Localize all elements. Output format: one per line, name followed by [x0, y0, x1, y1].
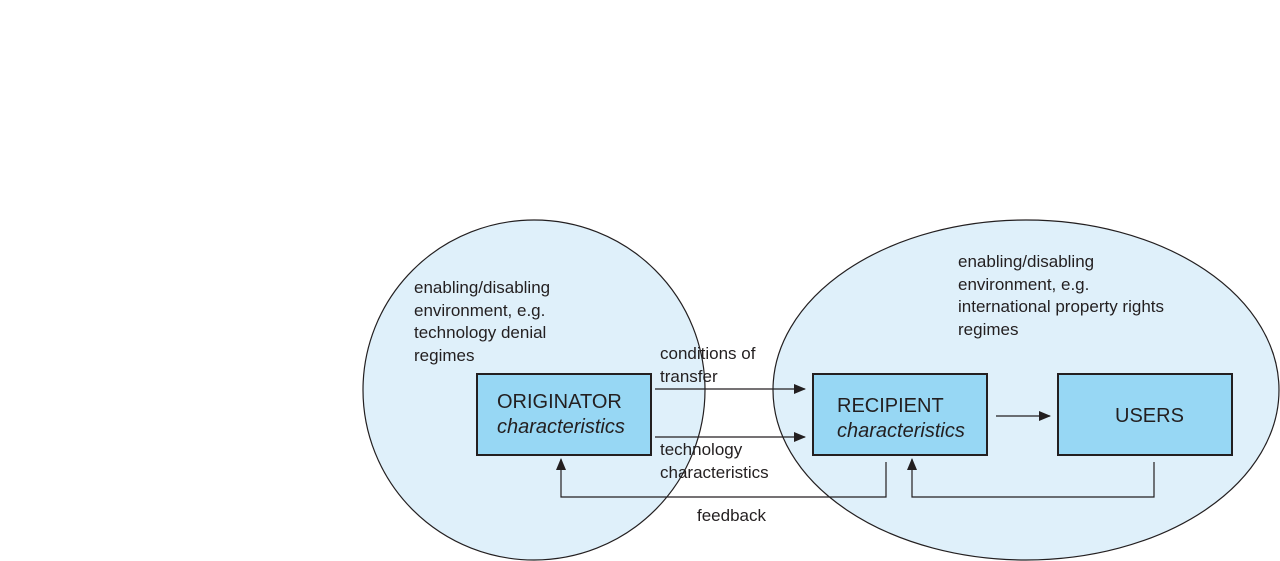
recipient-environment-line: regimes	[958, 319, 1019, 339]
users-feedback-arrow	[907, 458, 1155, 498]
users-box	[1057, 373, 1233, 456]
originator-environment-line: regimes	[414, 345, 475, 365]
conditions-line: transfer	[660, 366, 718, 386]
originator-environment-line: enabling/disabling	[414, 278, 551, 297]
technology-characteristics-label: technology characteristics	[660, 439, 769, 484]
feedback-label: feedback	[697, 506, 766, 525]
originator-box	[476, 373, 652, 456]
recipient-environment-line: international property rights	[958, 297, 1165, 316]
originator-box-label: ORIGINATOR characteristics	[497, 390, 625, 440]
recipient-box-label: RECIPIENT characteristics	[837, 394, 965, 444]
conditions-line: conditions of	[660, 344, 756, 363]
recipient-title: RECIPIENT	[837, 395, 944, 417]
recipient-box	[812, 373, 988, 456]
originator-environment-label: enabling/disabling environment, e.g. tec…	[414, 277, 550, 367]
conditions-of-transfer-label: conditions of transfer	[660, 343, 755, 388]
recipient-environment-line: environment, e.g.	[958, 274, 1090, 294]
recipient-subtitle: characteristics	[837, 420, 965, 442]
users-box-label: USERS	[1115, 404, 1184, 429]
originator-environment-line: environment, e.g.	[414, 300, 546, 320]
originator-environment-line: technology denial	[414, 323, 547, 342]
recipient-feedback-arrow	[556, 458, 887, 498]
recipient-environment-ellipse	[772, 219, 1280, 561]
recipient-environment-label: enabling/disabling environment, e.g. int…	[958, 251, 1164, 341]
technology-line: characteristics	[660, 462, 769, 482]
originator-subtitle: characteristics	[497, 416, 625, 438]
users-title: USERS	[1115, 405, 1184, 427]
originator-title: ORIGINATOR	[497, 391, 622, 413]
technology-line: technology	[660, 440, 743, 459]
recipient-environment-line: enabling/disabling	[958, 252, 1095, 271]
